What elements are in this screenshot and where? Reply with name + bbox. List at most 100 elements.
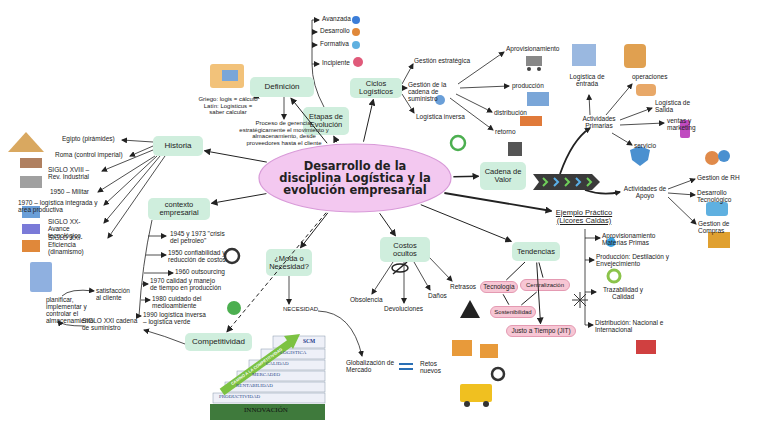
text-label: Logística de Salida xyxy=(655,99,693,113)
text-label: Obsolencia xyxy=(350,296,383,303)
text-label: Desarrollo xyxy=(320,27,350,34)
leader-line xyxy=(585,325,593,326)
arrow-text: CAMINO A LA COMPETITIVIDAD xyxy=(231,348,284,387)
text-label: Trazabilidad y Calidad xyxy=(598,286,648,300)
pyramid-level: PRODUCTIVIDAD xyxy=(219,394,260,400)
text-label: SIGLO XXI- Eficiencia (dinamismo) xyxy=(48,234,106,255)
icon xyxy=(22,240,40,252)
icon xyxy=(210,64,244,88)
leader-line xyxy=(404,262,405,303)
icon xyxy=(508,142,522,156)
icon xyxy=(708,232,730,248)
pyramid-level: SCM xyxy=(303,338,315,344)
leader-line xyxy=(141,300,150,301)
icon xyxy=(480,344,498,358)
text-label: Roma (control imperial) xyxy=(55,151,123,158)
icon xyxy=(225,249,239,263)
underlined-topic: Ejemplo Práctico (Licores Caldas) xyxy=(553,204,615,229)
text-label: Gestión de la cadena de suministro xyxy=(408,81,460,102)
equals-icon xyxy=(399,368,413,370)
node-text: Tendencias xyxy=(517,248,555,256)
pyramid-level: MERCADEO xyxy=(252,372,280,378)
text-label: SIGLO XXI cadena de suministro xyxy=(82,317,140,331)
text-label: 1950 – Militar xyxy=(50,188,89,195)
icon xyxy=(8,16,730,407)
icon xyxy=(352,16,360,24)
topic-box: Tendencias xyxy=(512,242,560,261)
node-text: Ejemplo Práctico (Licores Caldas) xyxy=(553,209,615,225)
icon xyxy=(574,294,586,306)
text-label: 1990 logística inversa – logística verde xyxy=(143,311,209,325)
text-label: Retrasos xyxy=(450,283,476,290)
equals-icon xyxy=(399,364,413,369)
connector xyxy=(212,194,267,204)
node-text: ¿Moda o Necesidad? xyxy=(268,255,310,271)
icon xyxy=(608,270,620,282)
leader-line xyxy=(144,273,173,274)
node-text: Definición xyxy=(264,83,299,91)
leader-line xyxy=(289,276,290,304)
text-label: 1970 calidad y manejo de tiempo en produ… xyxy=(150,277,222,291)
leader-line xyxy=(456,94,492,112)
text-label: Actividades Primarias xyxy=(578,115,620,129)
leader-line xyxy=(144,330,185,344)
text-label: Logística inversa xyxy=(416,113,465,120)
icon xyxy=(464,401,470,407)
topic-box: Cadena de Valor xyxy=(480,162,526,190)
pyramid xyxy=(213,393,325,403)
leader-line xyxy=(284,97,285,119)
icon xyxy=(526,56,542,66)
icon xyxy=(393,262,407,274)
icon xyxy=(537,67,541,71)
topic-box: Costos ocultos xyxy=(380,237,430,262)
topic-box: Competitividad xyxy=(185,333,252,351)
node-text: Historia xyxy=(164,142,191,150)
icon xyxy=(636,84,656,96)
connector xyxy=(301,213,328,248)
leader-line xyxy=(312,64,319,65)
icon xyxy=(574,294,586,306)
node-text: Ciclos Logísticos xyxy=(352,80,400,96)
text-label: Globalización de Mercado xyxy=(346,359,398,373)
leader-line xyxy=(585,292,596,293)
leader-line xyxy=(122,140,153,142)
node-text: Tecnología xyxy=(483,284,514,291)
node-text: Competitividad xyxy=(192,338,245,346)
leader-line xyxy=(142,284,148,285)
text-label: Distribución: Nacional e Internacional xyxy=(595,319,675,333)
text-label: operaciones xyxy=(632,73,667,80)
icon xyxy=(20,176,42,188)
text-label: servicio xyxy=(634,142,656,149)
leader-line xyxy=(108,156,165,238)
leader-line xyxy=(585,260,594,261)
icon xyxy=(718,150,730,162)
connector xyxy=(421,205,511,242)
value-chain-chevrons xyxy=(587,178,591,186)
pyramid-level: LOGISTICA xyxy=(280,350,306,356)
topic-box: Definición xyxy=(250,77,314,97)
connector xyxy=(521,292,536,305)
icon xyxy=(572,44,596,66)
icon xyxy=(227,301,241,315)
node-text: Centralización xyxy=(526,282,564,288)
text-label: Aprovisionamiento Materias Primas xyxy=(602,232,666,246)
icon xyxy=(636,340,656,354)
leader-line xyxy=(312,20,319,21)
leader-line xyxy=(98,156,155,192)
value-chain-chevrons xyxy=(554,178,558,186)
icon xyxy=(460,384,492,402)
text-label: Gestión estratégica xyxy=(414,57,470,64)
trend-pill: Tecnología xyxy=(480,281,518,293)
text-label: Actividades de Apoyo xyxy=(622,185,668,199)
icon xyxy=(451,136,465,150)
text-label: Egipto (pirámides) xyxy=(62,135,115,142)
node-text: contexto empresarial xyxy=(150,201,208,217)
leader-line xyxy=(460,86,509,88)
text-label: SIGLO XVIII – Rev. Industrial xyxy=(48,166,100,180)
leader-line xyxy=(104,156,157,205)
node-text: Sostenibilidad xyxy=(494,309,531,315)
connector xyxy=(453,176,478,178)
connector xyxy=(503,294,509,304)
text-label: Aprovisionamiento xyxy=(506,45,559,52)
